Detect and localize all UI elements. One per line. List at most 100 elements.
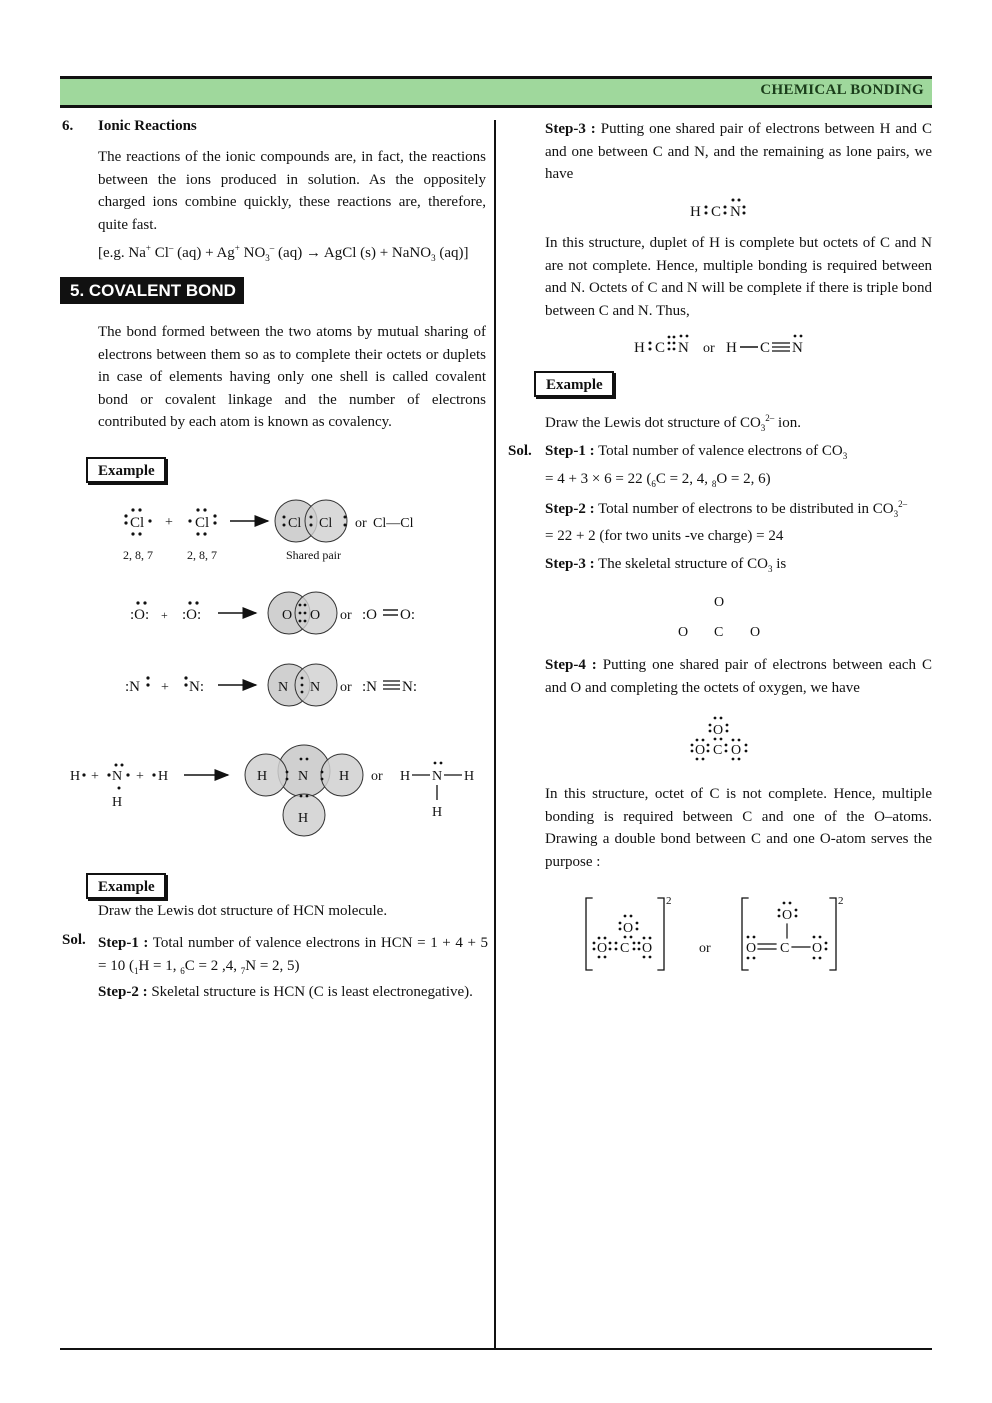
or-co3: or bbox=[699, 941, 711, 956]
ionic-heading: Ionic Reactions bbox=[98, 118, 197, 134]
step3-block: Step-3 : Putting one shared pair of elec… bbox=[545, 118, 932, 186]
shared-pair-label: Shared pair bbox=[286, 548, 341, 562]
step2-label: Step-2 : bbox=[98, 984, 148, 1000]
svg-text:H: H bbox=[400, 769, 410, 784]
svg-text:O: O bbox=[623, 921, 633, 936]
cl-config-2: 2, 8, 7 bbox=[187, 548, 217, 562]
co3-final-structures: 2 O O C O or 2 O O C O bbox=[585, 895, 844, 971]
svg-text:H: H bbox=[70, 769, 80, 784]
svg-text:N: N bbox=[432, 769, 442, 784]
svg-text:H: H bbox=[634, 340, 645, 356]
svg-text:H: H bbox=[432, 805, 442, 820]
svg-text::O: :O bbox=[362, 607, 377, 623]
svg-text:O:: O: bbox=[400, 607, 415, 623]
svg-text:N: N bbox=[310, 680, 320, 695]
step1-text: Total number of valence electrons in HCN… bbox=[98, 935, 489, 974]
svg-text:H: H bbox=[726, 340, 737, 356]
para2-text: In this structure, duplet of H is comple… bbox=[545, 235, 932, 319]
s4-label: Step-4 : bbox=[545, 657, 597, 673]
svg-text:N: N bbox=[730, 204, 741, 220]
svg-text::O:: :O: bbox=[182, 607, 201, 623]
svg-text:N: N bbox=[678, 340, 689, 356]
svg-text:+: + bbox=[161, 608, 168, 622]
svg-text:+: + bbox=[136, 769, 144, 784]
section-title: 5. COVALENT BOND bbox=[60, 277, 244, 304]
example-box-2: Example bbox=[86, 873, 166, 899]
svg-text:+: + bbox=[161, 680, 169, 695]
svg-text::N: :N bbox=[362, 679, 377, 695]
hcn-lewis-1: H C N bbox=[690, 198, 746, 220]
svg-text:Cl: Cl bbox=[195, 515, 209, 531]
ionic-number: 6. bbox=[62, 118, 74, 134]
cl-config-1: 2, 8, 7 bbox=[123, 548, 153, 562]
svg-text:C: C bbox=[760, 340, 770, 356]
svg-text:C: C bbox=[655, 340, 665, 356]
svg-text:O: O bbox=[597, 941, 607, 956]
svg-text:O: O bbox=[714, 595, 724, 610]
svg-text:H: H bbox=[339, 769, 349, 784]
svg-text:O: O bbox=[782, 908, 792, 923]
svg-text:O: O bbox=[695, 743, 705, 758]
svg-text:C: C bbox=[620, 941, 629, 956]
step3-label: Step-3 : bbox=[545, 121, 596, 137]
step2-text: Skeletal structure is HCN (C is least el… bbox=[151, 984, 473, 1000]
svg-text:H: H bbox=[158, 769, 168, 784]
example3-tail: ion. bbox=[778, 415, 801, 431]
s2-text: Total number of electrons to be distribu… bbox=[598, 501, 894, 517]
covalent-paragraph: The bond formed between the two atoms by… bbox=[98, 321, 486, 434]
svg-text:+: + bbox=[165, 515, 173, 530]
s3-tail: is bbox=[776, 556, 787, 572]
svg-text:H: H bbox=[464, 769, 474, 784]
covalent-para-text: The bond formed between the two atoms by… bbox=[98, 324, 486, 430]
svg-text:H: H bbox=[298, 811, 308, 826]
footer-line bbox=[60, 1348, 932, 1350]
svg-text:C: C bbox=[713, 743, 722, 758]
svg-text:O: O bbox=[812, 941, 822, 956]
svg-text:Cl: Cl bbox=[319, 516, 332, 531]
or-nh3: or bbox=[371, 769, 383, 784]
charge-right: 2 bbox=[838, 895, 844, 907]
para3-text: In this structure, octet of C is not com… bbox=[545, 786, 932, 870]
ionic-para-text: The reactions of the ionic compounds are… bbox=[98, 149, 486, 233]
example3-text: Draw the Lewis dot structure of CO32– io… bbox=[545, 413, 801, 433]
example2-text: Draw the Lewis dot structure of HCN mole… bbox=[98, 903, 388, 919]
svg-text::O:: :O: bbox=[130, 607, 149, 623]
svg-text:O: O bbox=[310, 608, 320, 623]
svg-text:H: H bbox=[112, 795, 122, 810]
svg-text:C: C bbox=[780, 941, 789, 956]
eq-suffix: (aq)] bbox=[439, 245, 469, 261]
s2-label: Step-2 : bbox=[545, 501, 595, 517]
sol-label-right: Sol. bbox=[508, 443, 532, 459]
svg-text::N: :N bbox=[125, 679, 140, 695]
ionic-paragraph: The reactions of the ionic compounds are… bbox=[98, 146, 486, 236]
svg-text:O: O bbox=[731, 743, 741, 758]
svg-text:N:: N: bbox=[402, 679, 417, 695]
sol-label-left: Sol. bbox=[62, 932, 86, 948]
s4-block: Step-4 : Putting one shared pair of elec… bbox=[545, 654, 932, 699]
svg-text:O: O bbox=[642, 941, 652, 956]
hcn-lewis-2: H C N or H C N bbox=[634, 334, 803, 356]
svg-text:N: N bbox=[792, 340, 803, 356]
svg-text:Cl: Cl bbox=[130, 515, 144, 531]
svg-text:O: O bbox=[678, 625, 688, 640]
svg-text:O: O bbox=[746, 941, 756, 956]
charge-left: 2 bbox=[666, 895, 672, 907]
svg-text:C: C bbox=[711, 204, 721, 220]
eq-prefix: [e.g. Na bbox=[98, 245, 146, 261]
step1-block: Step-1 : Total number of valence electro… bbox=[98, 935, 489, 976]
example-box-3: Example bbox=[534, 371, 614, 397]
para2-block: In this structure, duplet of H is comple… bbox=[545, 232, 932, 322]
example3-main: Draw the Lewis dot structure of CO bbox=[545, 415, 761, 431]
s2-line2: = 22 + 2 (for two units -ve charge) = 24 bbox=[545, 528, 784, 544]
para3-block: In this structure, octet of C is not com… bbox=[545, 783, 932, 873]
s1-line2: = 4 + 3 × 6 = 22 (6C = 2, 4, 8O = 2, 6) bbox=[545, 471, 771, 489]
header-bar: CHEMICAL BONDING bbox=[60, 76, 932, 108]
co3-skeletal: O O C O bbox=[678, 595, 760, 640]
or-n2: or bbox=[340, 680, 352, 695]
s1-label: Step-1 : bbox=[545, 443, 595, 459]
s4-text: Putting one shared pair of electrons bet… bbox=[545, 657, 933, 696]
svg-text:N: N bbox=[298, 769, 308, 784]
s3-label: Step-3 : bbox=[545, 556, 595, 572]
s3-line: Step-3 : The skeletal structure of CO3 i… bbox=[545, 556, 787, 574]
